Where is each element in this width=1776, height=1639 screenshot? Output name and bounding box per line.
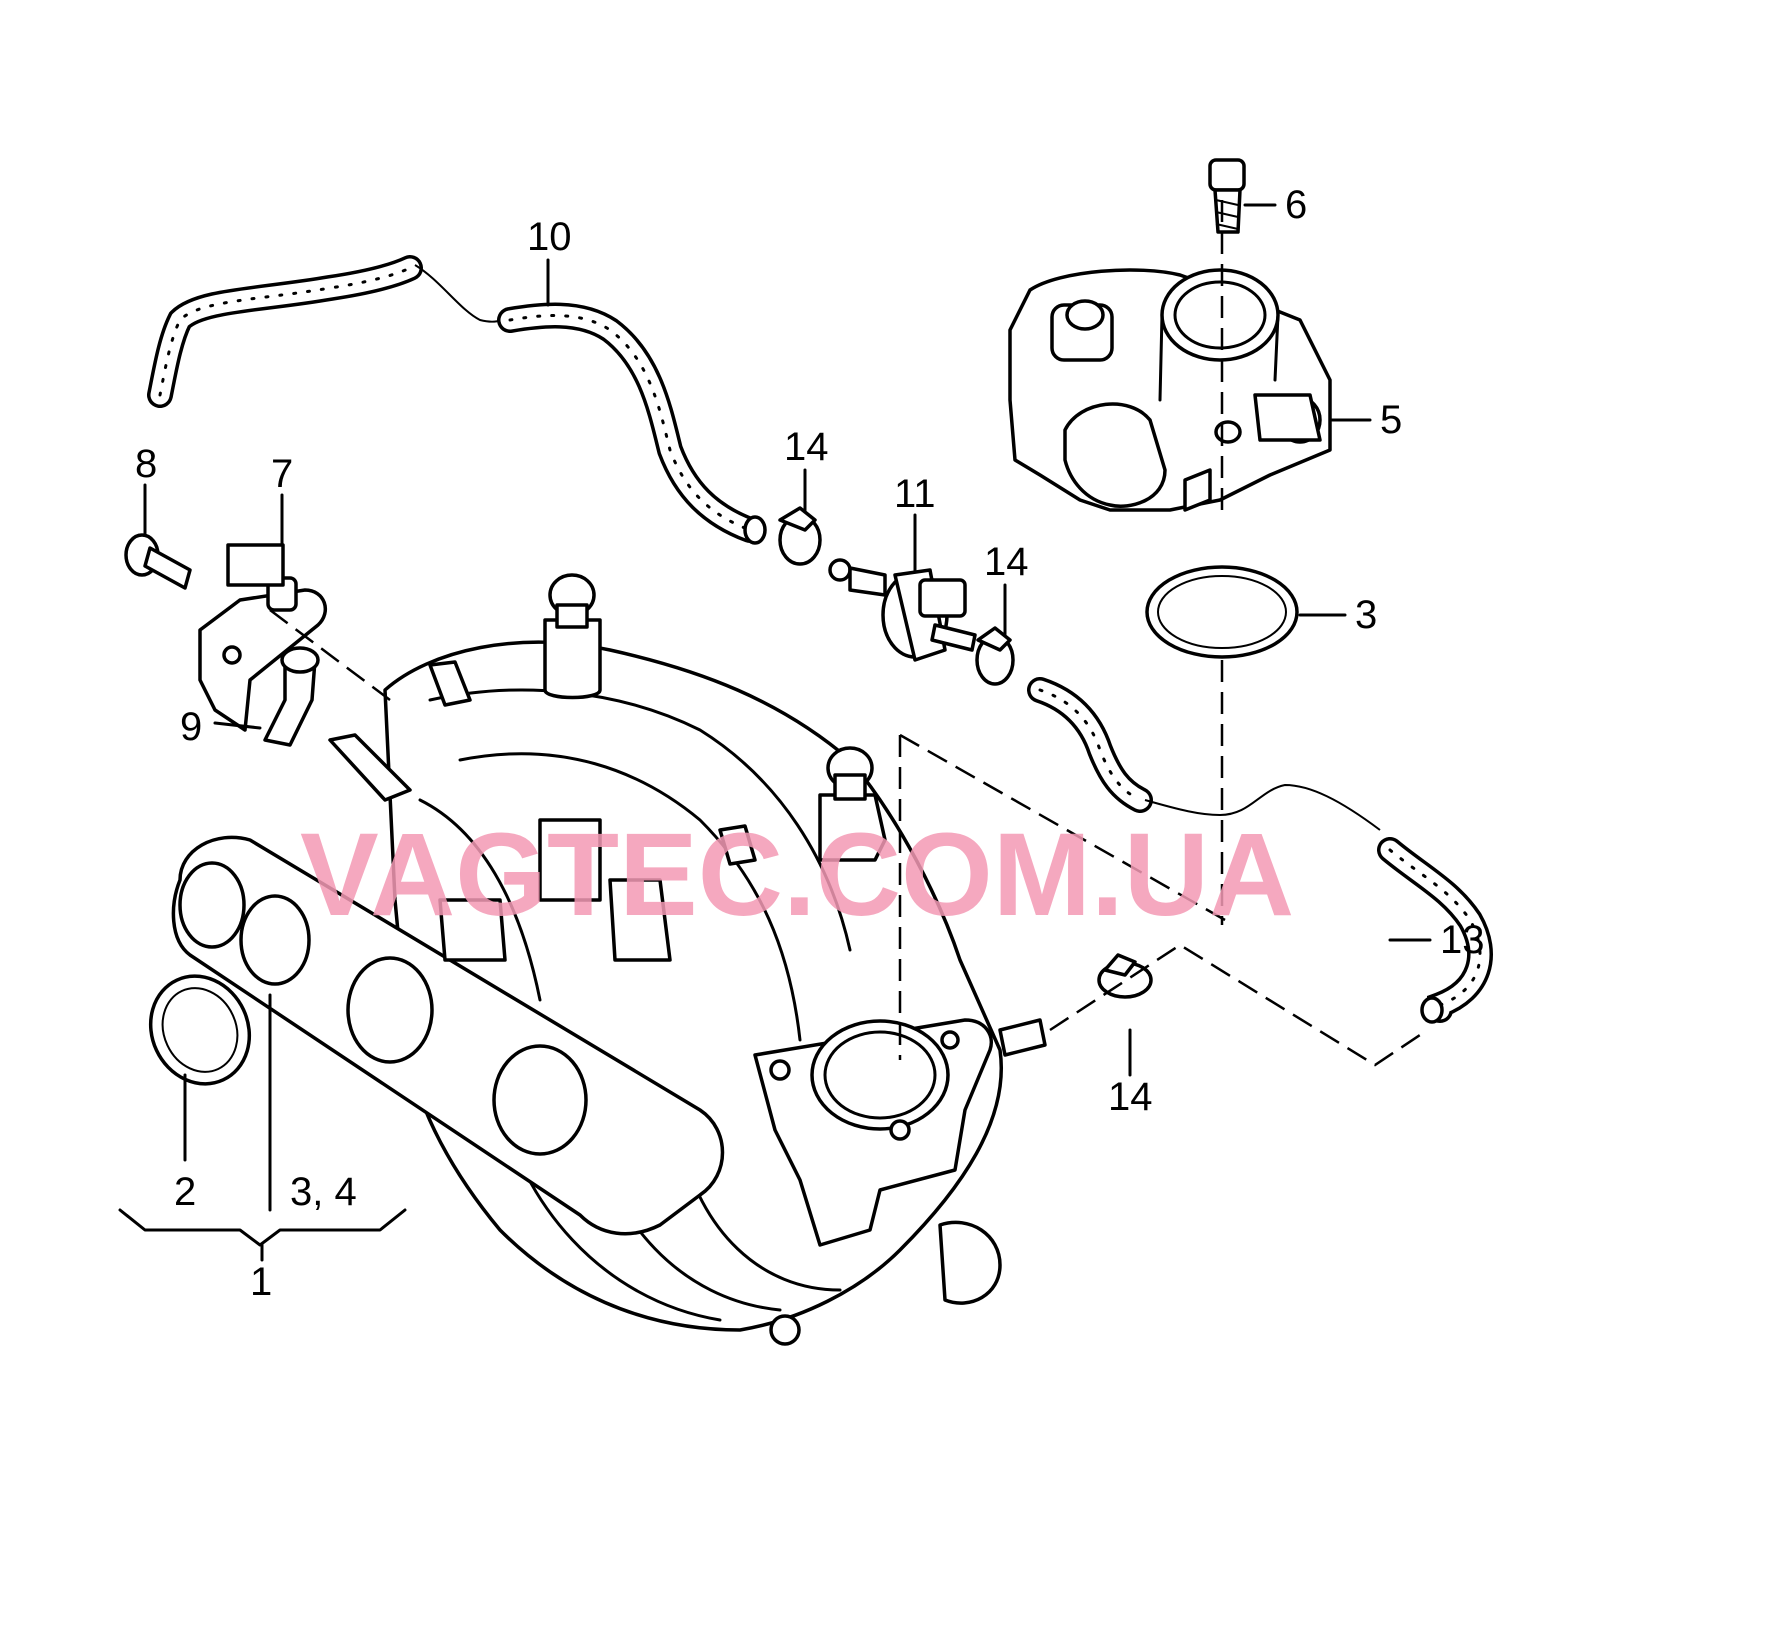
callout-3-4: 3, 4 bbox=[290, 1170, 357, 1214]
gasket-ring bbox=[148, 974, 252, 1086]
throttle-body bbox=[1008, 268, 1332, 512]
hose-clamp-1 bbox=[778, 506, 822, 566]
callout-9: 9 bbox=[180, 705, 202, 749]
callout-8: 8 bbox=[135, 442, 157, 486]
assembly-lines bbox=[269, 200, 1421, 1067]
callout-5: 5 bbox=[1380, 398, 1402, 442]
o-ring bbox=[1145, 565, 1299, 659]
vacuum-cap-front bbox=[818, 746, 887, 862]
callout-13: 13 bbox=[1440, 918, 1485, 962]
intake-manifold bbox=[171, 573, 1047, 1346]
callout-14-bottom: 14 bbox=[1108, 1075, 1153, 1119]
hose-13 bbox=[1027, 677, 1493, 1024]
bolt-6 bbox=[1208, 158, 1246, 234]
callout-10: 10 bbox=[527, 215, 572, 259]
sensor bbox=[198, 543, 328, 732]
callout-3: 3 bbox=[1355, 593, 1377, 637]
hose-clamp-3 bbox=[1097, 953, 1153, 999]
hose-clamp-2 bbox=[975, 626, 1015, 686]
callout-14-mid: 14 bbox=[984, 540, 1029, 584]
callout-7: 7 bbox=[271, 452, 293, 496]
vacuum-cap-top bbox=[543, 573, 602, 700]
watermark: VAGTEC.COM.UA bbox=[300, 809, 1294, 941]
bolt-9 bbox=[263, 646, 320, 747]
leader-lines bbox=[118, 203, 1432, 1262]
callout-2: 2 bbox=[174, 1170, 196, 1214]
bolt-8 bbox=[124, 533, 192, 590]
callout-1: 1 bbox=[250, 1260, 272, 1304]
valve bbox=[828, 558, 977, 662]
callout-11: 11 bbox=[894, 472, 936, 516]
callout-14-top: 14 bbox=[784, 425, 829, 469]
hose-10 bbox=[147, 255, 767, 545]
callout-6: 6 bbox=[1285, 183, 1307, 227]
